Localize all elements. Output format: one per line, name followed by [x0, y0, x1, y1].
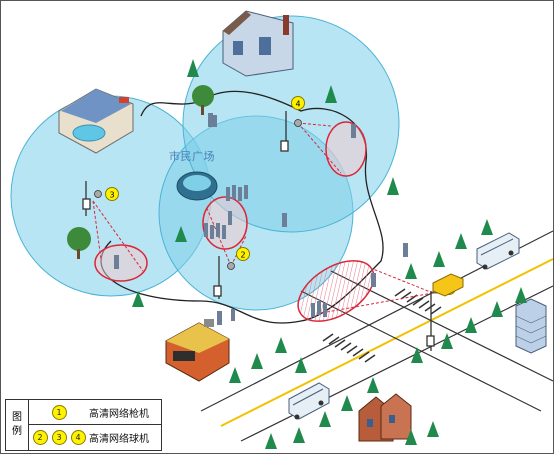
- plaza-fountain: [176, 171, 218, 201]
- legend-title: 图 例: [6, 400, 29, 450]
- round-trees: [67, 85, 214, 259]
- townhouse-bottom: [358, 393, 412, 442]
- crowd-people: [114, 113, 408, 325]
- legend-symbols: 1: [29, 404, 89, 420]
- camera-poles: [82, 111, 435, 351]
- legend-title-char-2: 例: [12, 426, 22, 437]
- legend-row-dome-camera: 2 3 4 高清网络球机: [29, 425, 161, 449]
- plaza-label: 市民广场: [169, 150, 215, 163]
- bus-top-right: [476, 232, 520, 270]
- network-cable: [100, 90, 384, 324]
- trees: [132, 59, 527, 449]
- legend-badge-3: 3: [51, 429, 67, 445]
- villa-building-left: [58, 88, 134, 154]
- bus-bottom: [288, 382, 330, 420]
- legend-box: 图 例 1 高清网络枪机 2 3 4 高清网络球机: [5, 399, 162, 451]
- legend-badge-1: 1: [51, 404, 67, 420]
- camera-badge-4: 4: [291, 96, 305, 110]
- legend-badge-4: 4: [70, 429, 86, 445]
- legend-symbols: 2 3 4: [29, 429, 89, 445]
- camera-badge-2: 2: [236, 247, 250, 261]
- shop-building: [165, 319, 230, 382]
- house-building-top: [222, 10, 294, 77]
- hotspot-zone-plaza: [202, 196, 248, 250]
- svg-text:2: 2: [240, 251, 245, 260]
- svg-text:4: 4: [295, 100, 300, 109]
- camera-badge-3: 3: [105, 187, 119, 201]
- legend-row-bullet-camera: 1 高清网络枪机: [29, 400, 161, 425]
- taxi-car: [432, 273, 464, 297]
- legend-badge-2: 2: [32, 429, 48, 445]
- svg-text:3: 3: [109, 191, 114, 200]
- legend-title-char-1: 图: [12, 412, 22, 423]
- hotspot-zone-top: [325, 121, 367, 177]
- hotspot-zone-left: [94, 244, 148, 282]
- legend-label-dome-camera: 高清网络球机: [89, 433, 149, 445]
- office-tower-right: [515, 298, 547, 354]
- legend-label-bullet-camera: 高清网络枪机: [89, 408, 149, 420]
